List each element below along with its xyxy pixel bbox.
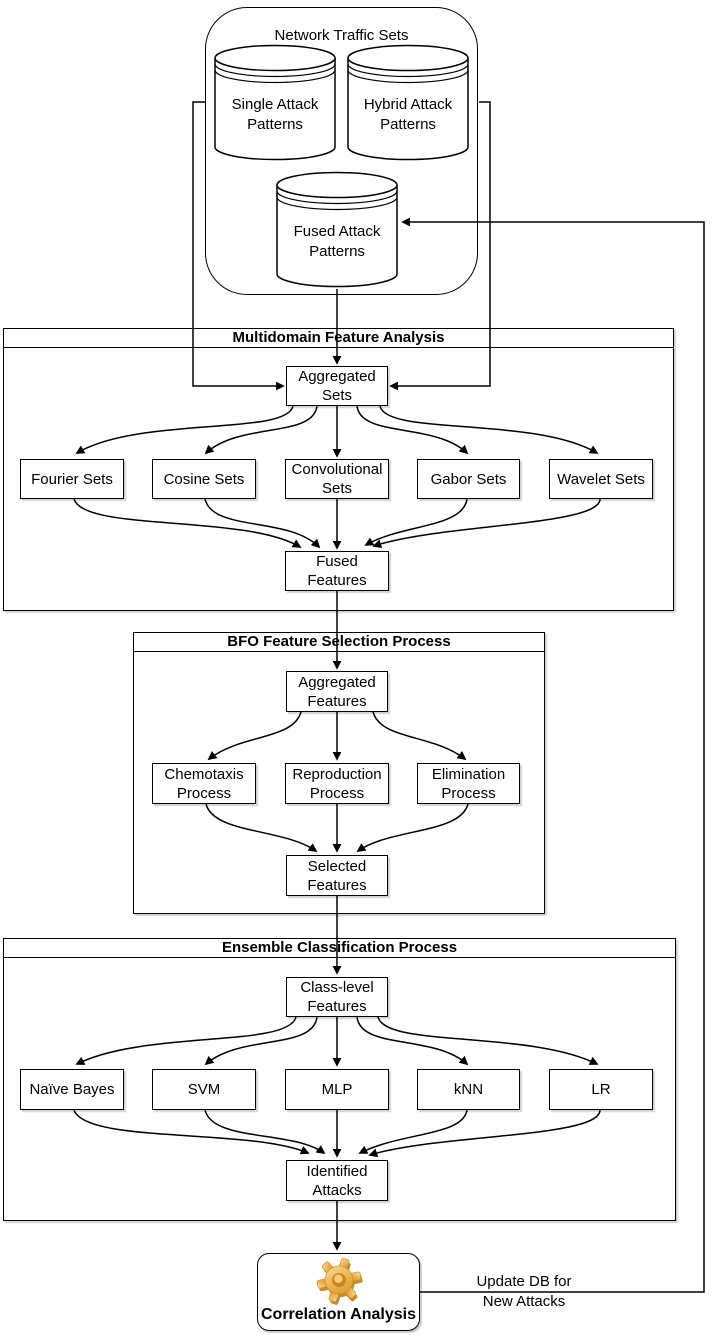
ensemble-section-title: Ensemble Classification Process: [4, 939, 675, 958]
selected-features-node: Selected Features: [286, 855, 388, 896]
cylinder-label: Fused Attack Patterns: [293, 223, 381, 260]
gabor-sets-node: Gabor Sets: [417, 459, 520, 499]
cosine-sets-node: Cosine Sets: [152, 459, 256, 499]
update-db-label: Update DB for New Attacks: [476, 1273, 572, 1310]
aggregated-sets-node: Aggregated Sets: [286, 366, 388, 406]
network-traffic-sets-title: Network Traffic Sets: [274, 27, 409, 44]
knn-node: kNN: [417, 1069, 520, 1110]
bfo-section-title: BFO Feature Selection Process: [134, 633, 544, 652]
ensemble-classification-section: Ensemble Classification Process: [3, 938, 676, 1221]
chemotaxis-process-node: Chemotaxis Process: [152, 763, 256, 804]
convolutional-sets-node: Convolutional Sets: [285, 459, 389, 499]
cylinder-label: Single Attack Patterns: [231, 96, 319, 133]
cylinder-label: Hybrid Attack Patterns: [363, 96, 453, 133]
naive-bayes-node: Naïve Bayes: [20, 1069, 124, 1110]
gear-icon: [316, 1258, 363, 1305]
wavelet-sets-node: Wavelet Sets: [549, 459, 653, 499]
correlation-analysis-node: Correlation Analysis: [257, 1253, 420, 1331]
svm-node: SVM: [152, 1069, 256, 1110]
database-cylinder-icon: [276, 171, 398, 288]
fused-attack-patterns-cylinder: Fused Attack Patterns: [275, 170, 399, 288]
fused-features-node: Fused Features: [285, 551, 389, 591]
class-level-features-node: Class-level Features: [286, 977, 388, 1017]
identified-attacks-node: Identified Attacks: [286, 1160, 388, 1201]
multidomain-section-title: Multidomain Feature Analysis: [4, 329, 673, 348]
correlation-analysis-label: Correlation Analysis: [260, 1306, 416, 1323]
aggregated-features-node: Aggregated Features: [286, 671, 388, 712]
mlp-node: MLP: [285, 1069, 389, 1110]
fourier-sets-node: Fourier Sets: [20, 459, 124, 499]
elimination-process-node: Elimination Process: [417, 763, 520, 804]
hybrid-attack-patterns-cylinder: Hybrid Attack Patterns: [346, 43, 470, 161]
reproduction-process-node: Reproduction Process: [285, 763, 389, 804]
lr-node: LR: [549, 1069, 653, 1110]
single-attack-patterns-cylinder: Single Attack Patterns: [213, 43, 337, 161]
